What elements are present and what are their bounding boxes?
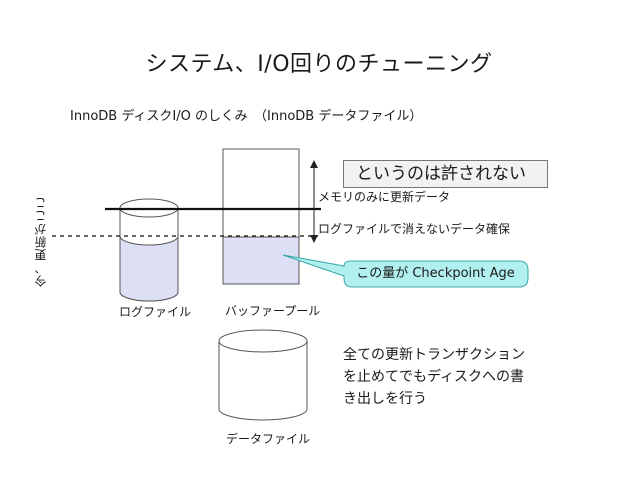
forbidden-callout: というのは許されない [343,160,548,188]
buffer-pool-label: バッファープール [225,304,321,318]
log-file-label: ログファイル [119,305,192,319]
slide-subtitle: InnoDB ディスクI/O のしくみ （InnoDB データファイル） [70,109,423,124]
data-file-label: データファイル [226,432,311,446]
durable-data-label: ログファイルで消えないデータ確保 [318,222,511,236]
memory-only-label: メモリのみに更新データ [318,190,451,204]
checkpoint-age-label: この量が Checkpoint Age [356,266,515,281]
flush-note: 全ての更新トランザクションを止めてでもディスクへの書き出しを行う [343,347,525,407]
double-arrow [310,160,318,243]
checkpoint-callout-shape [282,254,529,288]
log-file-fill [120,236,178,301]
data-file-cylinder [218,329,308,421]
log-file-cylinder [119,198,179,302]
buffer-pool-box [222,148,300,285]
slide-title: システム、I/O回りのチューニング [145,52,493,77]
buffer-pool-fill [222,236,300,285]
